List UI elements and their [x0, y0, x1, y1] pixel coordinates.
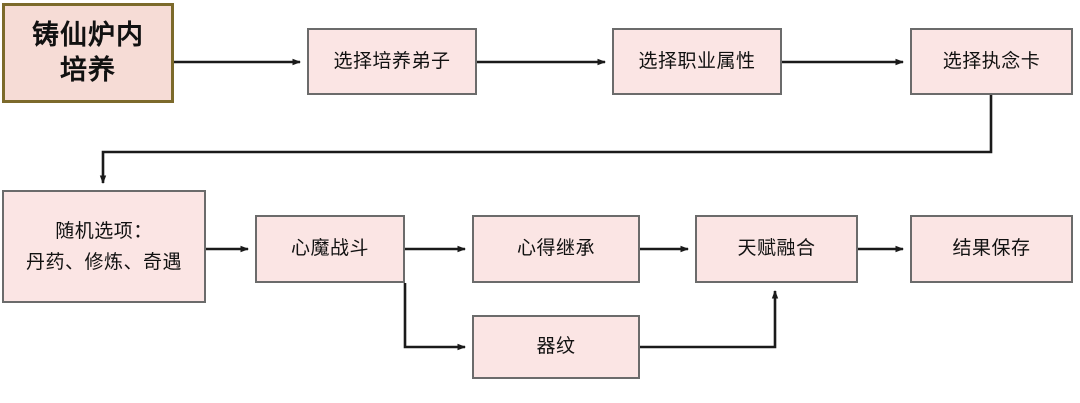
flow-node-demon: 心魔战斗: [255, 215, 405, 283]
flow-node-card: 选择执念卡: [910, 28, 1073, 95]
flow-node-save: 结果保存: [910, 215, 1073, 283]
edge-layer: [99, 58, 993, 351]
flow-node-start: 铸仙炉内 培养: [2, 3, 174, 103]
flow-node-insight: 心得继承: [472, 215, 640, 283]
flow-edge-card-to-random: [99, 95, 993, 184]
flow-node-pattern: 器纹: [472, 315, 640, 379]
flow-node-random: 随机选项： 丹药、修炼、奇遇: [2, 190, 206, 303]
flow-node-career: 选择职业属性: [612, 28, 782, 95]
flow-edge-demon-to-pattern: [403, 283, 466, 351]
flow-node-disciple: 选择培养弟子: [307, 28, 477, 95]
flow-edge-pattern-to-talent: [640, 290, 779, 349]
flow-node-talent: 天赋融合: [695, 215, 858, 283]
